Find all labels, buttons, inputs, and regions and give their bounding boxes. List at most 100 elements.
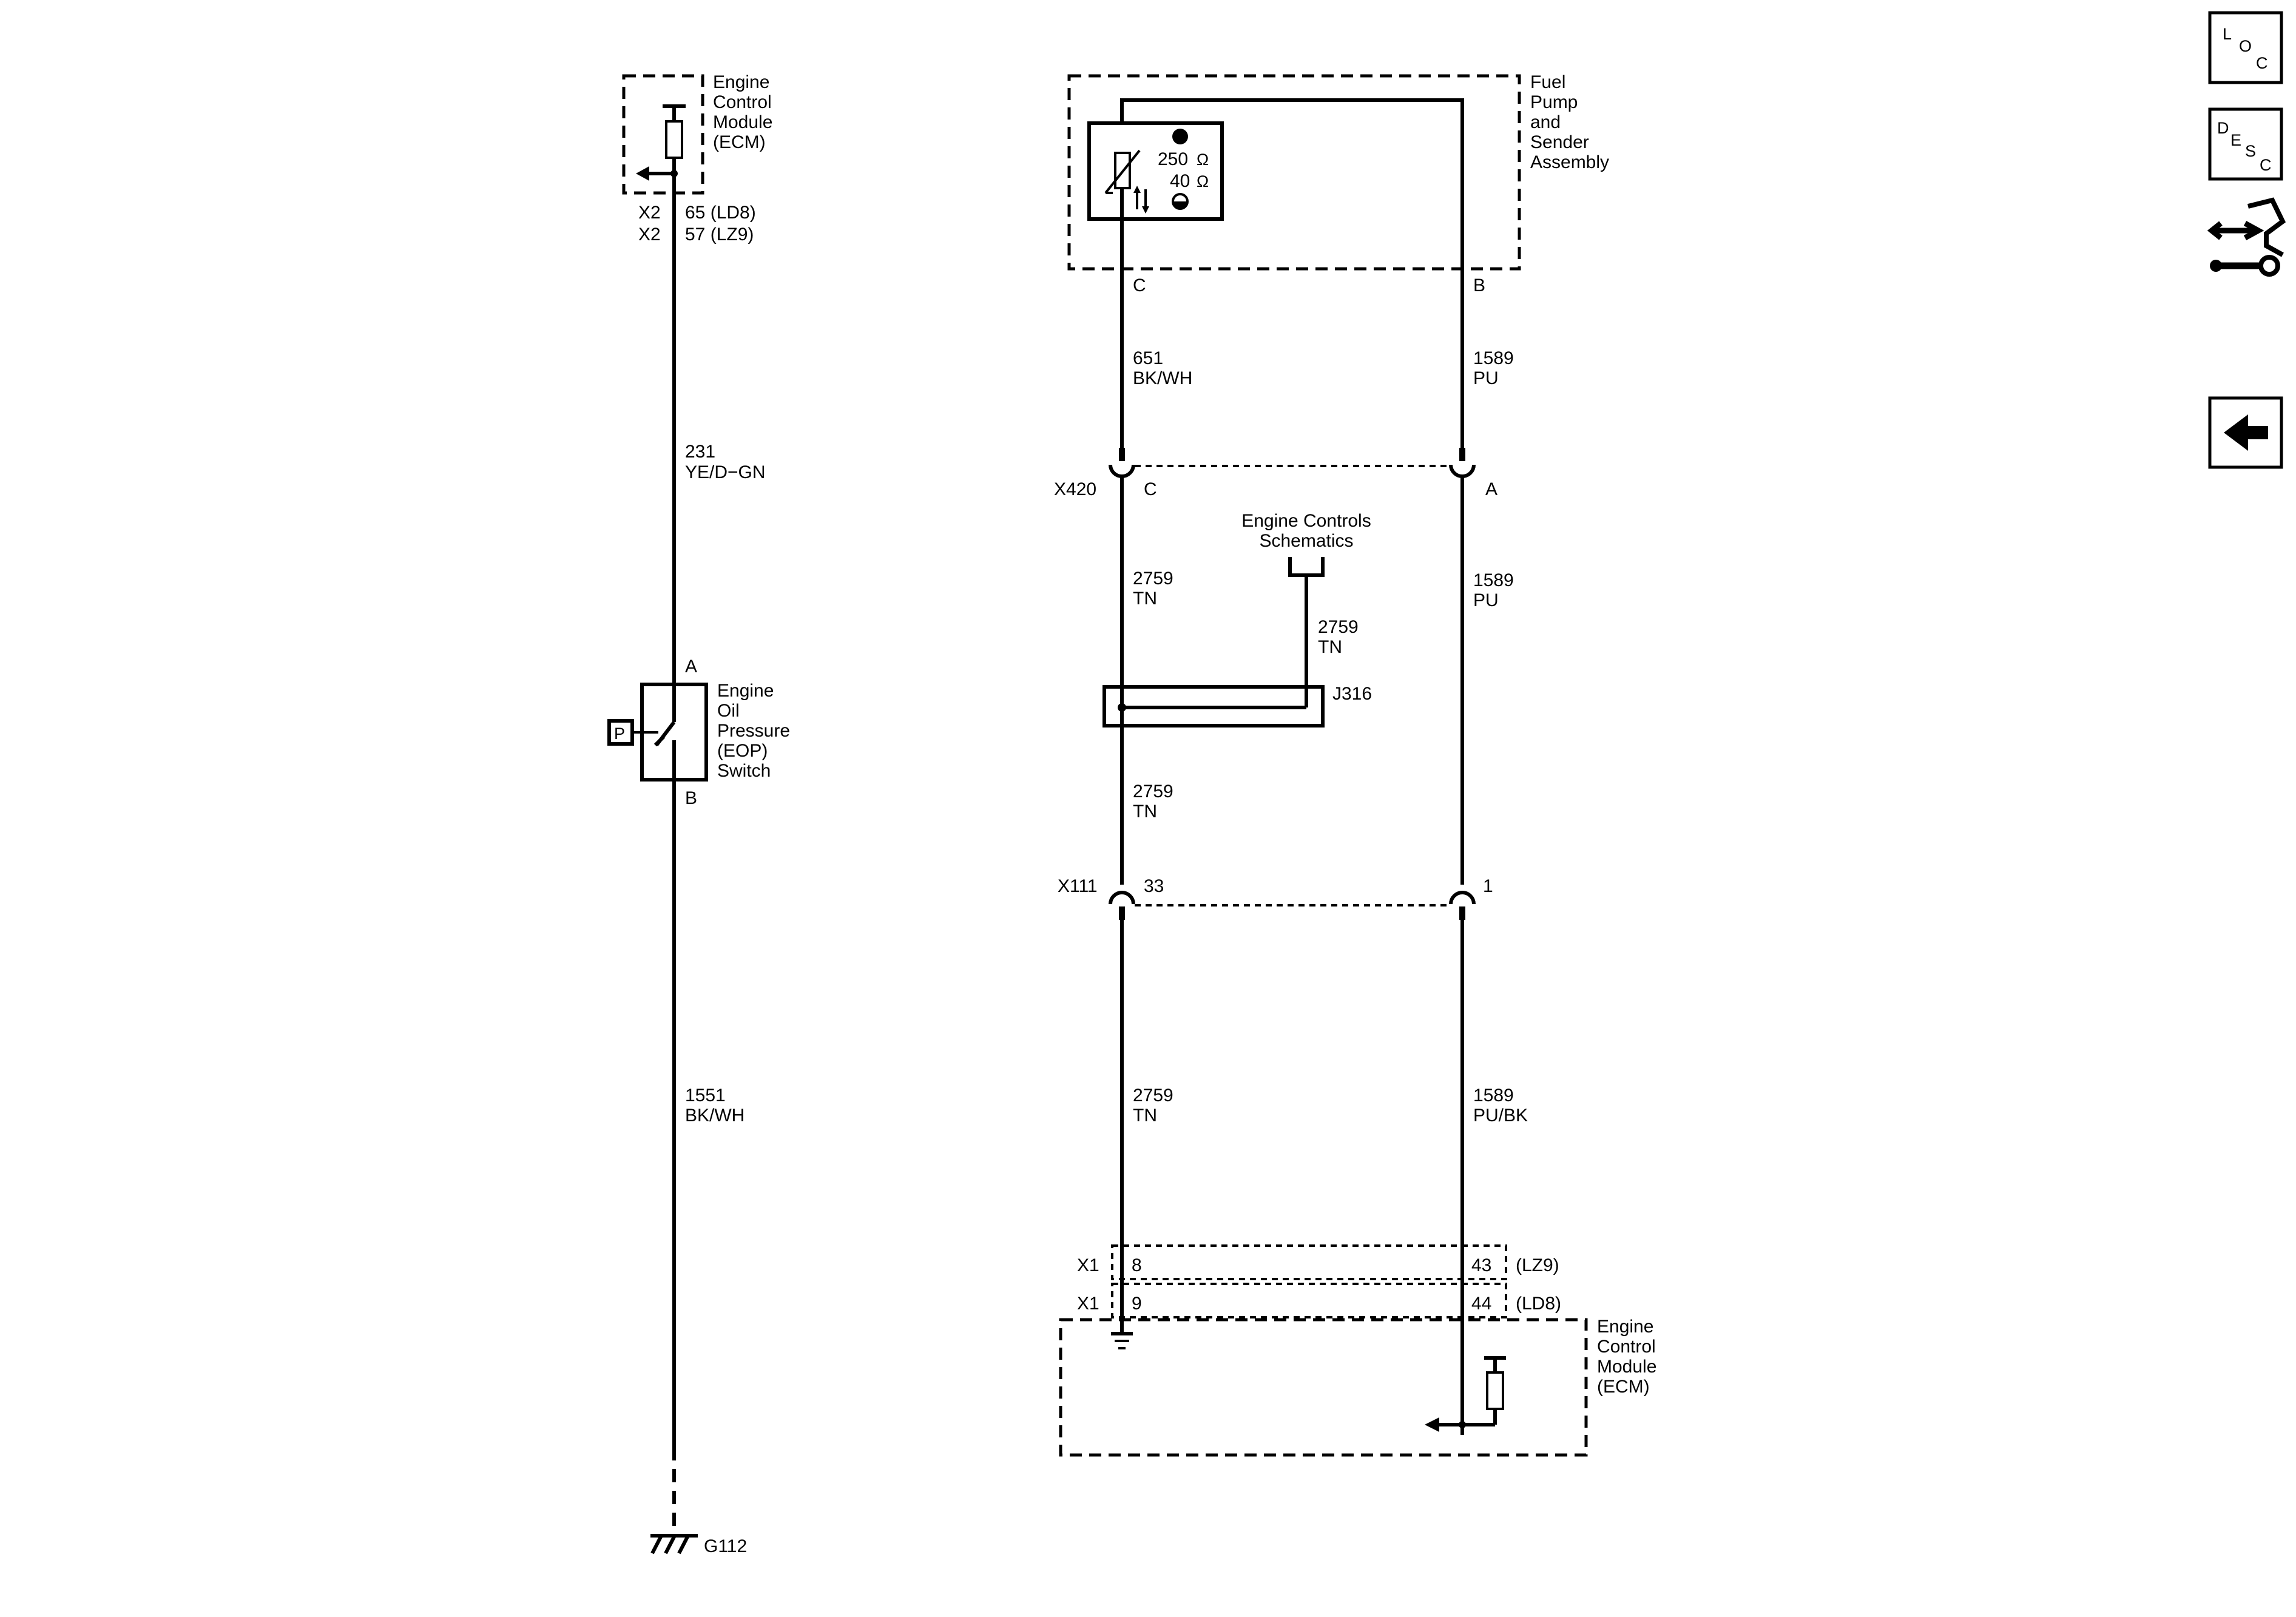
- wire-1589-color-2: PU: [1473, 590, 1499, 610]
- wire-1589-number-3: 1589: [1473, 1085, 1514, 1106]
- loc-letter-c: C: [2256, 54, 2268, 72]
- wire-231-number: 231: [685, 442, 715, 462]
- ohm-symbol-2: Ω: [1197, 172, 1209, 191]
- fuel-pump-title-5: Assembly: [1530, 152, 1609, 172]
- connector-x111: X111 33 1: [1058, 876, 1493, 920]
- ecm-top-title-2: Control: [713, 92, 772, 112]
- connector-wrench-icon[interactable]: [2207, 197, 2286, 277]
- middle-wiring: 651 BK/WH 1589 PU X420 C A Engine Contro…: [1054, 269, 1528, 1435]
- loc-letter-o: O: [2239, 37, 2252, 55]
- x1-right-pin-1: 43: [1471, 1255, 1491, 1275]
- wire-231-color: YE/D−GN: [685, 462, 766, 482]
- wire-1589-number-1: 1589: [1473, 348, 1514, 368]
- ecm-top-box: [622, 74, 704, 195]
- wire-2759-color-2: TN: [1133, 802, 1157, 822]
- ground-icon: [650, 1534, 698, 1555]
- x420-pin-left: C: [1144, 479, 1157, 499]
- x420-label: X420: [1054, 479, 1096, 499]
- fuel-pump-title-2: Pump: [1530, 92, 1578, 112]
- x1-left-pin-2: 9: [1132, 1294, 1142, 1314]
- desc-letter-s: S: [2245, 142, 2256, 160]
- x2-pin-2: 57 (LZ9): [685, 224, 754, 245]
- pressure-label: P: [614, 724, 625, 743]
- x1-option-1: (LZ9): [1516, 1255, 1559, 1275]
- ecm-top-title-3: Module: [713, 112, 772, 132]
- eop-pin-a: A: [685, 657, 697, 677]
- resistance-high: 250: [1158, 149, 1188, 169]
- loc-button[interactable]: L O C: [2208, 11, 2283, 84]
- x1-row-1: [1111, 1244, 1507, 1280]
- wire-2759-number-3: 2759: [1133, 1085, 1173, 1106]
- wire-1551-number: 1551: [685, 1085, 726, 1106]
- desc-letter-d: D: [2217, 119, 2229, 137]
- x420-pin-right: A: [1485, 479, 1497, 499]
- splice-j316: [1102, 685, 1325, 727]
- engine-controls-ref-bracket: [1288, 557, 1325, 577]
- wire-2759-number-1: 2759: [1133, 569, 1173, 589]
- wire-1589-number-2: 1589: [1473, 570, 1514, 590]
- eop-title-3: Pressure: [717, 721, 790, 741]
- ground-label: G112: [704, 1536, 747, 1556]
- x111-pin-right: 1: [1483, 876, 1493, 896]
- fuel-pump-title-1: Fuel: [1530, 72, 1565, 92]
- eop-title-1: Engine: [717, 681, 774, 701]
- fuel-sender-box: [1087, 121, 1224, 221]
- left-circuit: Engine Control Module (ECM) X2 65 (LD8) …: [607, 72, 790, 1556]
- x2-conn-2: X2: [638, 224, 661, 245]
- eop-title-4: (EOP): [717, 741, 768, 761]
- ecm-bottom-resistor: [1486, 1371, 1504, 1410]
- fuel-pump-pin-c: C: [1133, 275, 1146, 295]
- nav-icons: L O C D E S C: [2207, 11, 2286, 469]
- wire-2759-number-2: 2759: [1133, 781, 1173, 802]
- x1-option-2: (LD8): [1516, 1294, 1561, 1314]
- engine-controls-ref-1: Engine Controls: [1241, 511, 1371, 531]
- ecm-bottom-title-1: Engine: [1597, 1317, 1653, 1337]
- ecm-top-resistor: [665, 120, 683, 159]
- x111-pin-left: 33: [1144, 876, 1164, 896]
- x111-label: X111: [1058, 876, 1098, 896]
- x2-pin-1: 65 (LD8): [685, 203, 756, 223]
- ecm-ground-icon: [1111, 1332, 1133, 1349]
- x1-conn-1: X1: [1077, 1255, 1099, 1275]
- ecm-bottom-title-4: (ECM): [1597, 1377, 1650, 1397]
- eop-title-5: Switch: [717, 761, 771, 781]
- ecm-bottom-arrow-icon: [1425, 1417, 1439, 1432]
- ecm-bottom: X1 8 43 (LZ9) X1 9 44 (LD8) Engine Contr…: [1059, 1244, 1656, 1457]
- connector-x420: X420 C A: [1054, 448, 1497, 499]
- x1-left-pin-1: 8: [1132, 1255, 1142, 1275]
- fuel-pump-assembly: Fuel Pump and Sender Assembly 250 Ω 40 Ω…: [1067, 72, 1609, 295]
- fuel-pump-title-3: and: [1530, 112, 1561, 132]
- eop-pin-b: B: [685, 788, 697, 808]
- pressure-icon: [607, 719, 634, 746]
- fuel-pump-box: [1067, 74, 1521, 271]
- desc-letter-c: C: [2260, 156, 2272, 174]
- back-button[interactable]: [2208, 396, 2283, 469]
- wire-651-color: BK/WH: [1133, 368, 1192, 388]
- ecm-top-title-1: Engine: [713, 72, 769, 92]
- wire-branch-color: TN: [1318, 637, 1342, 657]
- wire-651-number: 651: [1133, 348, 1163, 368]
- ecm-top-arrow-icon: [636, 166, 649, 181]
- wire-2759-color-1: TN: [1133, 589, 1157, 609]
- eop-title-2: Oil: [717, 701, 740, 721]
- resistance-low: 40: [1170, 171, 1190, 191]
- float-full-icon: [1172, 129, 1188, 144]
- x2-conn-1: X2: [638, 203, 661, 223]
- wire-1589-color-1: PU: [1473, 368, 1499, 388]
- engine-controls-ref-2: Schematics: [1259, 531, 1353, 551]
- loc-letter-l: L: [2223, 25, 2232, 43]
- ecm-bottom-box: [1059, 1318, 1588, 1457]
- ecm-bottom-title-2: Control: [1597, 1337, 1656, 1357]
- desc-button[interactable]: D E S C: [2208, 107, 2283, 181]
- wire-1589-color-3: PU/BK: [1473, 1106, 1528, 1126]
- ohm-symbol-1: Ω: [1197, 150, 1209, 169]
- ecm-bottom-title-3: Module: [1597, 1357, 1656, 1377]
- splice-label: J316: [1332, 684, 1372, 704]
- float-empty-icon: [1172, 193, 1189, 210]
- wire-branch-number: 2759: [1318, 617, 1359, 637]
- desc-letter-e: E: [2230, 131, 2241, 149]
- x1-row-2: [1111, 1283, 1507, 1318]
- wire-2759-color-3: TN: [1133, 1106, 1157, 1126]
- x1-right-pin-2: 44: [1471, 1294, 1491, 1314]
